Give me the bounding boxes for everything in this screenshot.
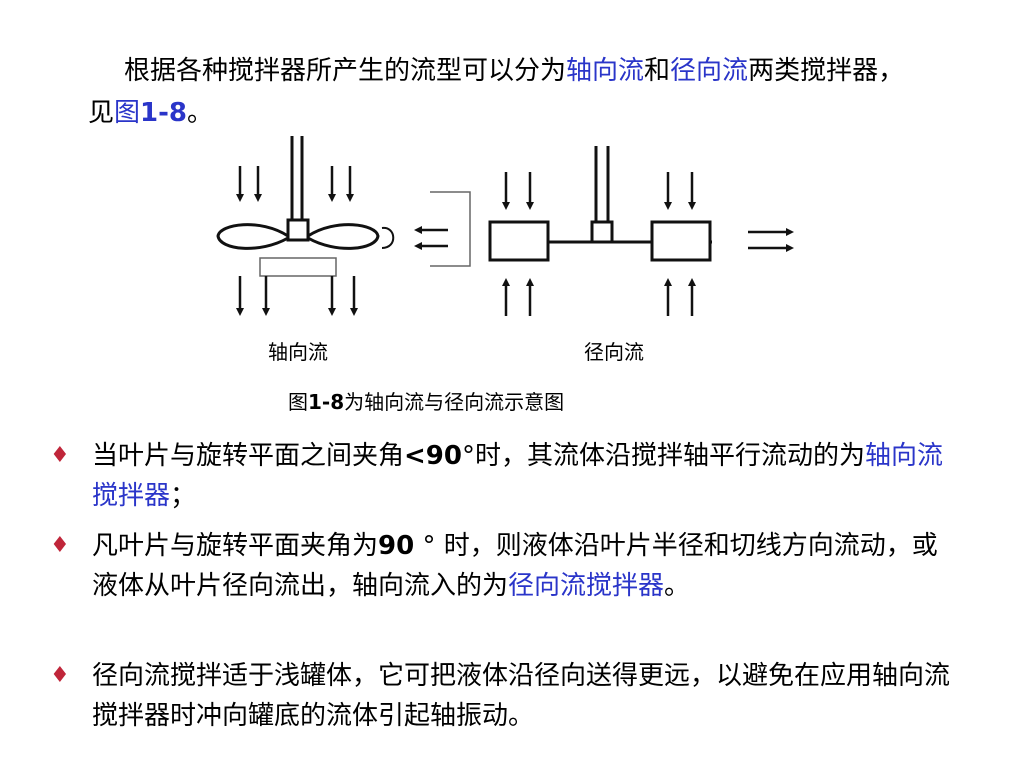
intro-text: 根据各种搅拌器所产生的流型可以分为 [124,56,567,86]
bullet-item-3: ♦ 径向流搅拌适于浅罐体，它可把液体沿径向送得更远，以避免在应用轴向流搅拌器时冲… [50,656,960,736]
bullet-text-1: 当叶片与旋转平面之间夹角<90°时，其流体沿搅拌轴平行流动的为轴向流搅拌器； [92,441,944,511]
intro-text-and: 和 [644,56,671,86]
intro-text-2: 两类搅拌器，见 [88,56,905,128]
intro-radial-term: 径向流 [670,56,749,86]
diamond-icon: ♦ [50,533,70,558]
label-axial-flow: 轴向流 [268,340,328,364]
flow-diagram [216,136,794,316]
figure-caption: 图1-8为轴向流与径向流示意图 [288,390,565,414]
axial-stirrer [216,136,471,277]
intro-axial-term: 轴向流 [566,56,645,86]
intro-paragraph: 根据各种搅拌器所产生的流型可以分为轴向流和径向流两类搅拌器，见图1-8。 [88,50,908,134]
bullet-text-2: 凡叶片与旋转平面夹角为90 ° 时，则液体沿叶片半径和切线方向流动，或液体从叶片… [92,531,938,601]
radial-stirrer [488,146,712,262]
bullet-item-1: ♦ 当叶片与旋转平面之间夹角<90°时，其流体沿搅拌轴平行流动的为轴向流搅拌器； [50,436,960,516]
intro-period: 。 [187,98,214,128]
intro-figure-ref: 图1-8 [114,98,188,128]
bullet-text-3: 径向流搅拌适于浅罐体，它可把液体沿径向送得更远，以避免在应用轴向流搅拌器时冲向罐… [92,661,951,731]
diamond-icon: ♦ [50,663,70,688]
radial-arrows [502,172,794,316]
label-radial-flow: 径向流 [584,340,644,364]
axial-arrows [236,166,448,316]
diamond-icon: ♦ [50,443,70,468]
bullet-item-2: ♦ 凡叶片与旋转平面夹角为90 ° 时，则液体沿叶片半径和切线方向流动，或液体从… [50,526,960,606]
